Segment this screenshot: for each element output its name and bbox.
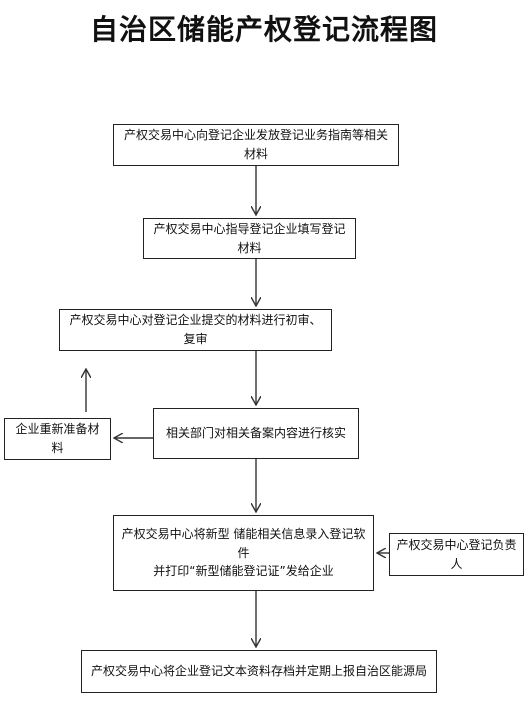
page-title: 自治区储能产权登记流程图 (89, 13, 438, 46)
step-review: 产权交易中心对登记企业提交的材料进行初审、复审 (59, 309, 332, 351)
side-reprepare-label: 企业重新准备材料 (15, 422, 100, 455)
step-archive-report: 产权交易中心将企业登记文本资料存档并定期上报自治区能源局 (81, 650, 437, 693)
side-reprepare: 企业重新准备材料 (4, 418, 111, 460)
step-register-issue-line1: 产权交易中心将新型 储能相关信息录入登记软件 (121, 527, 366, 560)
step-verify-label: 相关部门对相关备案内容进行核实 (165, 426, 346, 441)
step-verify: 相关部门对相关备案内容进行核实 (153, 408, 359, 459)
step-register-issue: 产权交易中心将新型 储能相关信息录入登记软件 并打印“新型储能登记证”发给企业 (113, 515, 374, 591)
step-review-label: 产权交易中心对登记企业提交的材料进行初审、复审 (69, 313, 322, 346)
step-issue-guide: 产权交易中心向登记企业发放登记业务指南等相关材料 (113, 124, 399, 166)
step-register-issue-line2: 并打印“新型储能登记证”发给企业 (153, 564, 334, 579)
step-archive-report-label: 产权交易中心将企业登记文本资料存档并定期上报自治区能源局 (90, 664, 427, 679)
step-issue-guide-label: 产权交易中心向登记企业发放登记业务指南等相关材料 (123, 128, 388, 161)
step-guide-fill-label: 产权交易中心指导登记企业填写登记材料 (153, 221, 346, 255)
side-registrar: 产权交易中心登记负责人 (389, 533, 524, 576)
step-guide-fill: 产权交易中心指导登记企业填写登记材料 (143, 218, 356, 259)
side-registrar-label: 产权交易中心登记负责人 (396, 537, 517, 571)
